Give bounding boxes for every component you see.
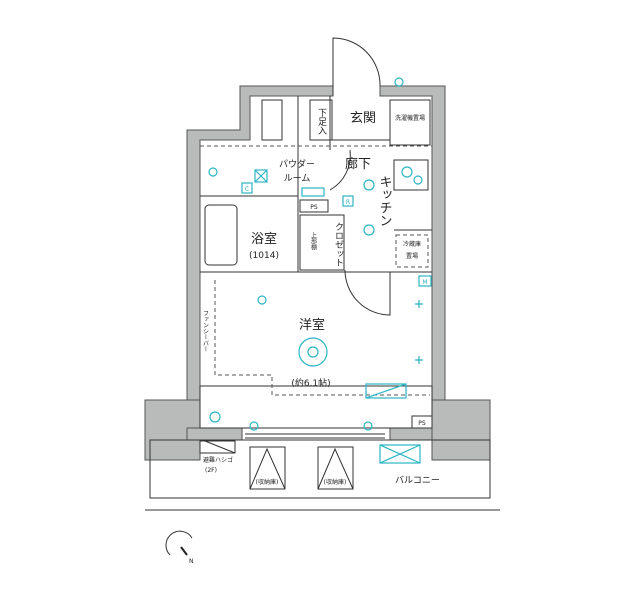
label-bathroom-size: (1014) [249,251,279,261]
label-western-room-size: (約6.1帖) [291,377,330,389]
label-closet: クロゼット [333,222,344,267]
walls [144,85,491,461]
compass-icon: N [165,530,194,565]
entrance-door [332,37,381,96]
label-upper-shelf: 上部棚 [310,231,317,251]
label-fancy-bar: ファンシーバー [202,310,209,352]
label-powder-room-2: ルーム [284,173,311,184]
label-balcony: バルコニー [395,475,440,486]
label-fridge-2: 置場 [406,252,418,260]
label-powder-room-1: パウダー [279,158,315,170]
label-shoe-storage: 下足入 [316,108,327,135]
label-laundry: 洗濯機置場 [395,114,425,122]
label-escape-ladder-1: 避難ハシゴ [203,456,233,464]
label-storage-right: (収納庫) [324,478,347,486]
room-labels: 玄関 下足入 洗濯機置場 パウダー ルーム 廊下 キッチン 浴室 (1014) … [202,108,440,486]
label-meter: M [422,279,427,286]
interior-partitions [145,96,500,511]
dashed-outlines [200,145,432,396]
label-hallway: 廊下 [345,156,371,172]
label-bathroom: 浴室 [251,231,277,247]
label-ps-top: PS [310,204,318,211]
label-western-room: 洋室 [299,317,325,333]
compass-north-label: N [189,558,194,565]
label-entrance: 玄関 [350,111,376,126]
label-r-mark: R [346,199,350,206]
label-escape-ladder-2: (2F) [205,467,217,474]
label-kitchen: キッチン [377,175,392,227]
fixtures [208,77,423,464]
label-storage-left: (収納庫) [256,478,279,486]
label-c-mark: C [245,186,249,193]
label-ps-bottom: PS [418,420,426,427]
label-fridge-1: 冷蔵庫 [403,240,421,248]
